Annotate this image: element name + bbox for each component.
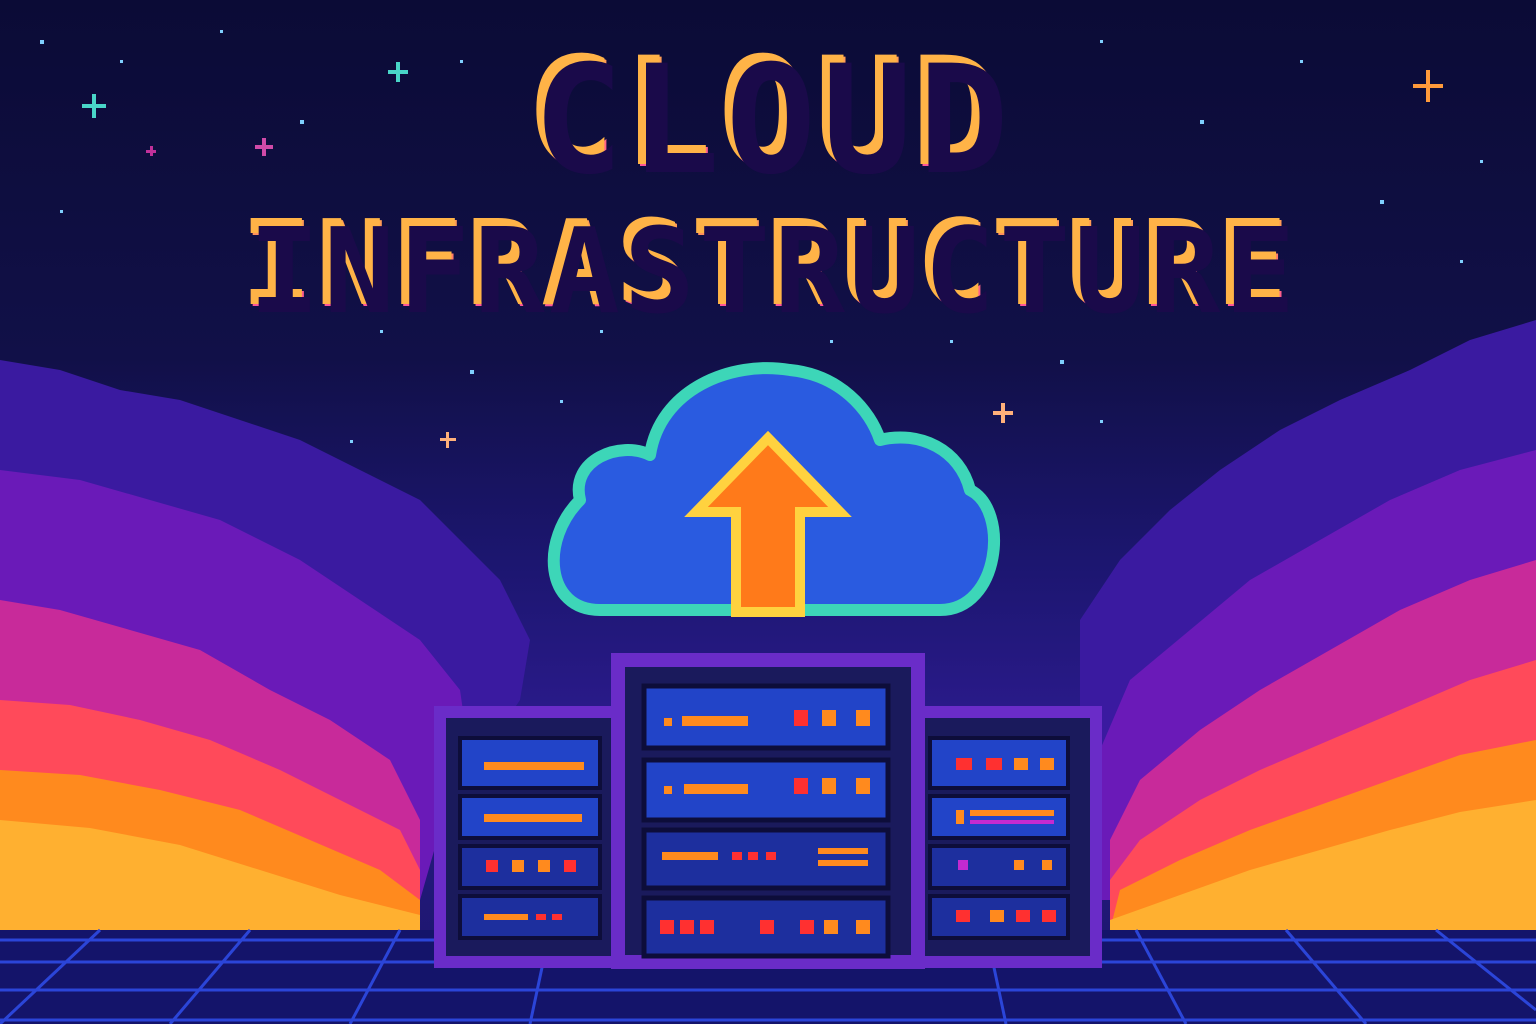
left-clouds — [0, 360, 530, 935]
server-rack-icon — [434, 653, 1102, 969]
cloud-upload-icon — [547, 362, 1000, 617]
right-clouds — [1080, 320, 1536, 935]
title-line-1-text: CLOUD — [527, 28, 1009, 202]
server-rack-right — [894, 706, 1102, 968]
sparkle-icon — [82, 62, 1443, 448]
stars — [40, 30, 1483, 443]
server-rack-left — [434, 706, 646, 968]
server-rack-center — [611, 653, 925, 969]
title-line-1: CLOUD — [0, 30, 1536, 200]
title-line-2-text: INFRASTRUCTURE — [242, 196, 1294, 334]
title-line-2: INFRASTRUCTURE — [0, 200, 1536, 330]
